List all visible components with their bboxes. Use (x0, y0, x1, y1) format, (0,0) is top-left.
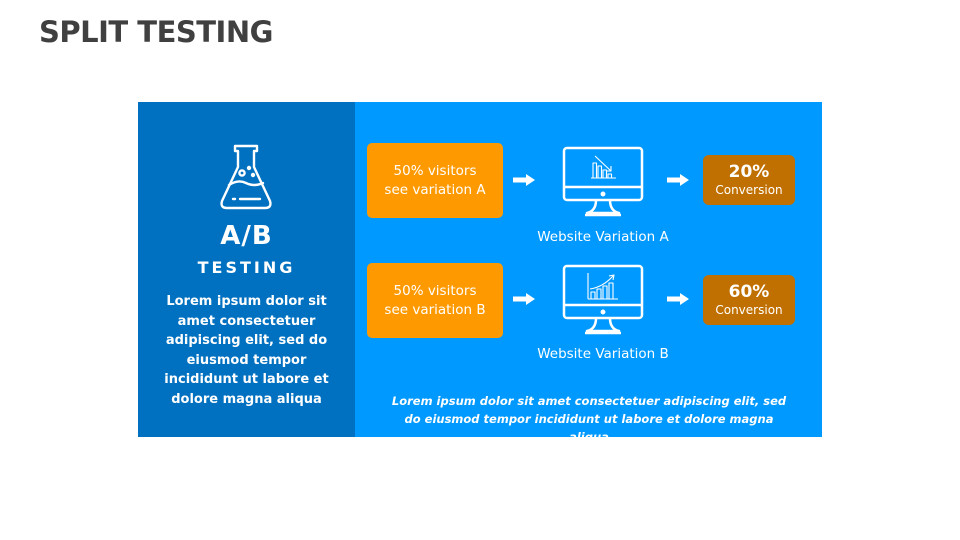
visitors-line2: see variation B (384, 301, 486, 318)
arrow-right-icon (667, 293, 689, 305)
conversion-percentage: 60% (728, 281, 770, 302)
ab-testing-panel (138, 102, 355, 437)
website-variation-b-label: Website Variation B (537, 346, 669, 362)
visitors-line1: 50% visitors (393, 162, 477, 179)
visitors-line1: 50% visitors (393, 282, 477, 299)
conversion-label: Conversion (715, 302, 783, 317)
page-title: SPLIT TESTING (39, 15, 273, 49)
conversion-box-b: 60% Conversion (703, 275, 795, 325)
footer-description: Lorem ipsum dolor sit amet consectetuer … (391, 394, 787, 444)
arrow-right-icon (667, 174, 689, 186)
arrow-right-icon (513, 174, 535, 186)
visitors-box-a: 50% visitors see variation A (367, 143, 503, 218)
conversion-percentage: 20% (728, 161, 770, 182)
ab-heading: A/B (220, 221, 273, 251)
testing-subheading: TESTING (197, 258, 296, 277)
conversion-box-a: 20% Conversion (703, 155, 795, 205)
left-description: Lorem ipsum dolor sit amet consectetuer … (164, 294, 329, 407)
monitor-declining-chart-icon (562, 146, 644, 217)
website-variation-a-label: Website Variation A (537, 229, 669, 245)
visitors-box-b: 50% visitors see variation B (367, 263, 503, 338)
monitor-growth-chart-icon (562, 264, 644, 335)
flask-icon (220, 144, 272, 210)
arrow-right-icon (513, 293, 535, 305)
conversion-label: Conversion (715, 182, 783, 197)
visitors-line2: see variation A (384, 181, 486, 198)
